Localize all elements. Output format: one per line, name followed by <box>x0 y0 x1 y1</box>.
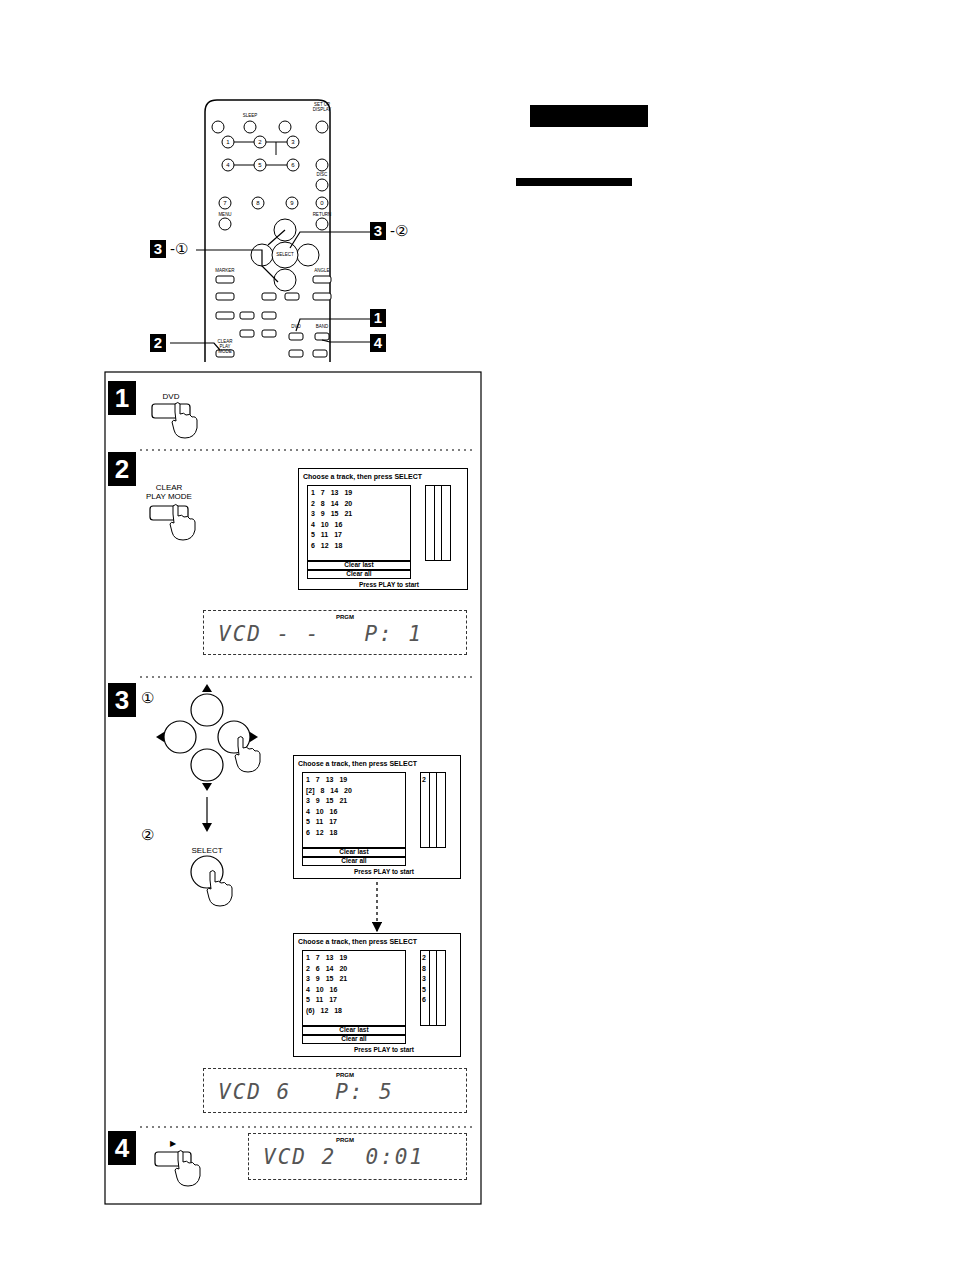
screen-frame <box>429 772 437 848</box>
button-label: SELECT <box>276 253 294 258</box>
program-list: 2 <box>422 775 428 786</box>
screen-note: Press PLAY to start <box>314 869 454 876</box>
callout-number: 3 <box>370 222 386 240</box>
button-label: SET UP DISPLAY <box>311 103 333 113</box>
lcd-display: PRGM VCD 2 0:01 <box>248 1133 467 1180</box>
callout-number: 3 <box>108 683 136 717</box>
track-row: 6 12 18 <box>306 829 337 836</box>
screen-note: Press PLAY to start <box>314 1047 454 1054</box>
button-label: DISC <box>317 173 328 178</box>
track-row: 1 7 13 19 <box>306 776 347 783</box>
lcd-display: PRGM VCD 6 P: 5 <box>203 1068 467 1113</box>
heading-bar <box>530 105 648 127</box>
button-label: DVD <box>291 325 301 330</box>
button-label: 7 <box>223 200 226 206</box>
track-row: 5 11 17 <box>311 531 342 538</box>
callout-number: 4 <box>108 1131 136 1165</box>
track-row: 1 7 13 19 <box>311 489 352 496</box>
button-label: 3 <box>291 139 294 145</box>
button-label: RETURN <box>313 213 332 218</box>
screen-title: Choose a track, then press SELECT <box>298 760 417 767</box>
lcd-indicator: PRGM <box>336 614 354 620</box>
lcd-readout: VCD 2 0:01 <box>263 1147 424 1168</box>
track-row: 1 7 13 19 <box>306 954 347 961</box>
lcd-readout: VCD 6 P: 5 <box>218 1082 394 1103</box>
track-row: 5 11 17 <box>306 996 337 1003</box>
button-label: 6 <box>291 162 294 168</box>
button-label: CLEAR PLAY MODE <box>146 484 192 502</box>
button-label: SLEEP <box>243 114 258 119</box>
track-row: 3 9 15 21 <box>306 975 347 982</box>
screen-frame <box>434 485 442 561</box>
track-row: 2 6 14 20 <box>306 965 347 972</box>
heading-bar <box>516 178 632 186</box>
track-row: 6 12 18 <box>311 542 342 549</box>
button-label: 4 <box>226 162 229 168</box>
screen-display: Choose a track, then press SELECT 1 7 13 … <box>293 755 461 879</box>
track-row: 4 10 16 <box>306 986 337 993</box>
callout-number: 3 <box>150 240 166 258</box>
screen-display: Choose a track, then press SELECT 1 7 13 … <box>298 468 468 590</box>
menu-band: Clear last <box>307 562 411 569</box>
button-label: 8 <box>256 200 259 206</box>
button-label: CLEAR PLAY MODE <box>214 340 236 355</box>
track-row: 4 10 16 <box>311 521 342 528</box>
button-label: 1 <box>226 139 229 145</box>
menu-band: Clear all <box>302 858 406 865</box>
track-row: 3 9 15 21 <box>311 510 352 517</box>
button-label: ① <box>141 690 154 705</box>
program-list: 2 8 3 5 6 <box>422 953 428 1006</box>
track-row: (6) 12 18 <box>306 1007 342 1014</box>
button-label: 2 <box>258 139 261 145</box>
callout-number: 2 <box>108 452 136 486</box>
callout-number: 2 <box>150 334 166 352</box>
screen-note: Press PLAY to start <box>319 582 459 589</box>
track-row: 4 10 16 <box>306 808 337 815</box>
screen-title: Choose a track, then press SELECT <box>298 938 417 945</box>
lcd-display: PRGM VCD - - P: 1 <box>203 610 467 655</box>
lcd-indicator: PRGM <box>336 1137 354 1143</box>
button-label: MARKER <box>215 269 234 274</box>
track-row: 3 9 15 21 <box>306 797 347 804</box>
button-label: ② <box>141 827 154 842</box>
menu-band: Clear all <box>307 571 411 578</box>
track-row: 2 8 14 20 <box>311 500 352 507</box>
callout-number: 4 <box>370 334 386 352</box>
callout-number: 1 <box>108 381 136 415</box>
button-label: MENU <box>218 213 231 218</box>
menu-band: Clear last <box>302 849 406 856</box>
flow-arrow <box>376 882 377 931</box>
screen-display: Choose a track, then press SELECT 1 7 13 … <box>293 933 461 1057</box>
lcd-indicator: PRGM <box>336 1072 354 1078</box>
button-label: DVD <box>163 393 180 401</box>
button-label: ANGLE <box>314 269 329 274</box>
menu-band: Clear last <box>302 1027 406 1034</box>
button-label: -① <box>170 241 188 256</box>
button-label: 0 <box>320 200 323 206</box>
button-label: ▶ <box>170 1140 176 1148</box>
screen-frame <box>429 950 437 1026</box>
screen-frame <box>425 485 451 561</box>
screen-frame <box>420 772 446 848</box>
track-row: 5 11 17 <box>306 818 337 825</box>
button-label: 9 <box>290 200 293 206</box>
button-label: -② <box>390 223 408 238</box>
button-label: BAND <box>316 325 329 330</box>
button-label: SELECT <box>191 847 222 855</box>
steps-panel <box>105 372 481 1204</box>
remote-body <box>205 100 330 362</box>
callout-number: 1 <box>370 309 386 327</box>
screen-title: Choose a track, then press SELECT <box>303 473 422 480</box>
track-row: [2] 8 14 20 <box>306 787 352 794</box>
lcd-readout: VCD - - P: 1 <box>218 624 423 645</box>
menu-band: Clear all <box>302 1036 406 1043</box>
button-label: 5 <box>258 162 261 168</box>
